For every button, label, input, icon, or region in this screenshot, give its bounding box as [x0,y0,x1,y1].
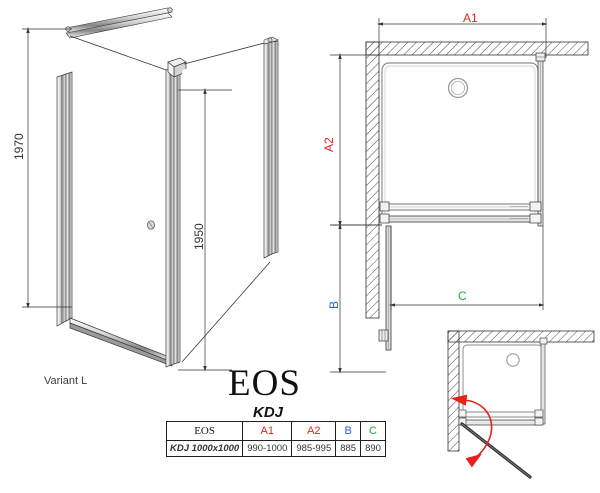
dimension-b [330,223,386,374]
brand-title: EOS [228,363,301,404]
door-swing-arc [450,394,493,468]
drain-icon [447,77,469,99]
table-header-model: EOS [165,421,244,441]
dimension-label-a1: A1 [463,11,478,25]
table-cell-c: 890 [360,440,386,457]
specification-table: EOS A1 A2 B C KDJ 1000x1000 990-1000 985… [165,421,386,457]
table-cell-a2: 985-995 [291,440,337,457]
table-cell-b: 885 [335,440,362,457]
dimension-label-c: C [458,289,467,303]
isometric-shower-enclosure [56,7,279,368]
table-header-row: EOS A1 A2 B C [165,421,386,441]
plan-view-top [365,41,589,351]
table-header-b: B [335,421,362,441]
plan-door-handle-icon [378,329,389,342]
table-row: KDJ 1000x1000 990-1000 985-995 885 890 [165,440,386,457]
dimension-label-height-overall: 1970 [12,133,26,160]
dimension-label-height-door: 1950 [192,223,206,250]
dimension-a1 [377,18,548,58]
table-header-a1: A1 [242,421,293,441]
table-header-c: C [360,421,386,441]
dimension-1970 [22,27,72,309]
dimension-c [389,226,545,310]
dimension-label-b: B [327,300,341,309]
door-knob-icon [147,220,155,230]
brand-subtitle: KDJ [253,404,284,421]
door-swing-detail [447,330,595,479]
table-header-a2: A2 [291,421,337,441]
table-cell-a1: 990-1000 [242,440,293,457]
variant-label: Variant L [44,375,88,387]
table-cell-model: KDJ 1000x1000 [165,440,244,457]
dimension-label-a2: A2 [322,137,336,152]
dimension-1950 [178,88,232,372]
